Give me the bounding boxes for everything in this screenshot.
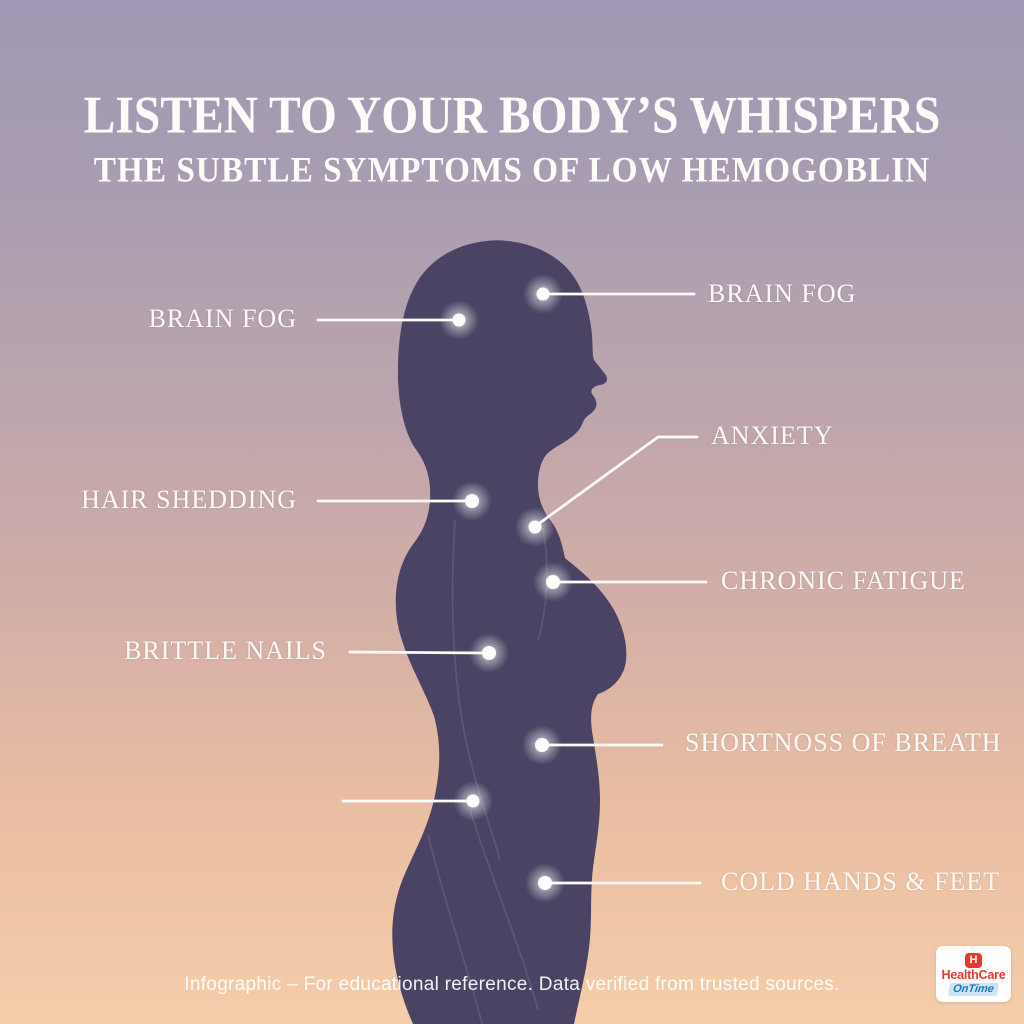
callout-line-brittle-nails [348,650,488,655]
callout-dot-unlabeled [453,781,493,821]
logo-brand-sub: OnTime [948,982,999,996]
healthcare-ontime-logo: H HealthCare OnTime [936,946,1011,1002]
logo-brand-name: HealthCare [941,967,1006,982]
callout-label-brain-fog-left: BRAIN FOG [148,303,297,333]
callout-label-hair-shedding: HAIR SHEDDING [81,484,297,514]
header: LISTEN TO YOUR BODY’S WHISPERS THE SUBTL… [0,84,1024,190]
callout-label-brain-fog-right: BRAIN FOG [708,278,857,308]
callout-dot-shortnoss-of-breath [522,725,562,765]
callout-label-anxiety: ANXIETY [711,420,834,450]
callout-dot-hair-shedding [452,481,492,521]
callout-label-brittle-nails: BRITTLE NAILS [124,635,327,665]
callout-label-chronic-fatigue: CHRONIC FATIGUE [721,565,966,595]
callout-dot-anxiety [515,507,555,547]
page-subtitle: THE SUBTLE SYMPTOMS OF LOW HEMOGOBLIN [93,151,931,190]
body-silhouette [392,240,627,1024]
callout-dot-brain-fog-left [439,300,479,340]
callout-dot-brittle-nails [469,633,509,673]
callout-label-cold-hands-feet: COLD HANDS & FEET [721,866,1001,896]
callout-dot-cold-hands-feet [525,863,565,903]
footer-disclaimer: Infographic – For educational reference.… [184,974,840,995]
logo-h-icon: H [965,952,982,968]
page-title: LISTEN TO YOUR BODY’S WHISPERS [83,85,941,145]
callout-lines [316,292,708,885]
callout-dot-brain-fog-right [523,274,563,314]
callout-dots [439,274,573,903]
callout-dot-chronic-fatigue [533,562,573,602]
callout-line-anxiety [535,435,699,527]
callout-label-shortnoss-of-breath: SHORTNOSS OF BREATH [685,727,1002,757]
